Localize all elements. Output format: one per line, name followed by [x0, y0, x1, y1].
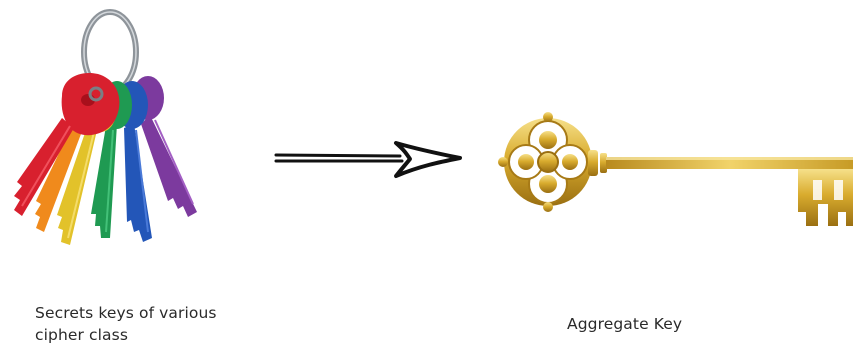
- secret-keys-caption: Secrets keys of various cipher class: [35, 302, 295, 346]
- aggregate-key-caption: Aggregate Key: [567, 313, 767, 335]
- golden-key-bit: [798, 169, 853, 226]
- golden-key-icon: [498, 112, 853, 226]
- right-arrow-icon: [276, 143, 460, 176]
- golden-key-bow: [498, 112, 592, 212]
- secret-keys-caption-line2: cipher class: [35, 324, 295, 346]
- secret-keys-caption-line1: Secrets keys of various: [35, 302, 295, 324]
- bunch-of-keys-icon: [14, 12, 197, 245]
